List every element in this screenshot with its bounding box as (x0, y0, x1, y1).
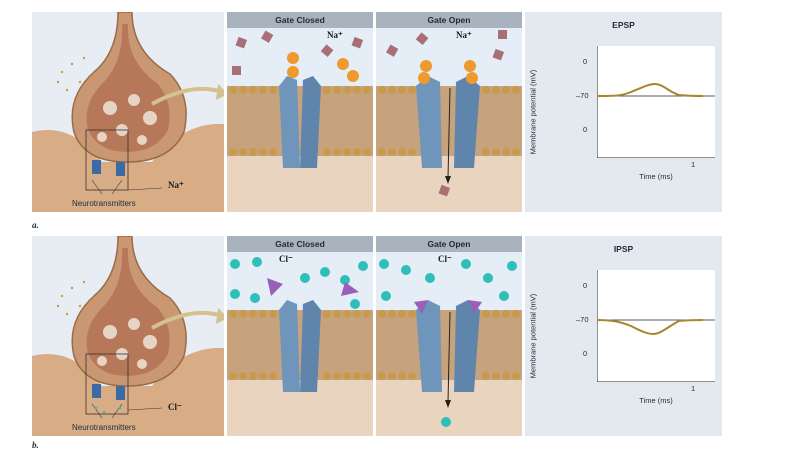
plot-area (591, 46, 715, 162)
neurotransmitters-label: Neurotransmitters (72, 199, 136, 208)
gate-open-body: Cl⁻ (376, 252, 522, 436)
ion-label-chloride: Cl⁻ (168, 402, 182, 412)
ipsp-trace (591, 270, 715, 386)
y-tick-top: 0 (583, 281, 588, 290)
ion-label-sodium: Na⁺ (327, 30, 343, 40)
gate-open-panel-b: Gate Open (376, 236, 522, 436)
neurotransmitters-label: Neurotransmitters (72, 423, 136, 432)
row-letter-b: b. (32, 440, 39, 450)
ion-label-sodium: Na⁺ (168, 180, 184, 190)
y-axis-label: Membrane potential (mV) (528, 69, 538, 155)
ipsp-graph-panel: IPSP Membrane potential (mV) 0 –70 0 1 T… (525, 236, 722, 436)
x-axis-label: Time (ms) (639, 172, 673, 181)
closed-channel-illustration (227, 28, 373, 212)
ion-label-chloride: Cl⁻ (279, 254, 293, 264)
ion-label-chloride: Cl⁻ (438, 254, 452, 264)
y-tick-mid: –70 (576, 91, 589, 100)
open-channel-illustration (376, 28, 522, 212)
synapse-panel-a: Na⁺ Neurotransmitters (32, 12, 224, 212)
gate-open-title: Gate Open (376, 12, 522, 28)
synapse-illustration (32, 236, 224, 436)
gate-closed-panel-a: Gate Closed (227, 12, 373, 212)
synapse-illustration (32, 12, 224, 212)
gate-closed-body: Cl⁻ (227, 252, 373, 436)
y-tick-bottom: 0 (583, 125, 588, 134)
y-tick-top: 0 (583, 57, 588, 66)
epsp-trace (591, 46, 715, 162)
ion-label-sodium: Na⁺ (456, 30, 472, 40)
epsp-graph-panel: EPSP Membrane potential (mV) 0 –70 0 1 T… (525, 12, 722, 212)
x-axis-label: Time (ms) (639, 396, 673, 405)
gate-closed-title: Gate Closed (227, 12, 373, 28)
gate-open-title: Gate Open (376, 236, 522, 252)
synapse-panel-b: Cl⁻ Neurotransmitters (32, 236, 224, 436)
x-tick: 1 (691, 384, 696, 393)
gate-open-panel-a: Gate Open (376, 12, 522, 212)
ipsp-row: Cl⁻ Neurotransmitters Gate Closed (32, 236, 722, 436)
gate-open-body: Na⁺ (376, 28, 522, 212)
gate-closed-body: Na⁺ (227, 28, 373, 212)
open-channel-illustration (376, 252, 522, 436)
row-letter-a: a. (32, 220, 39, 230)
graph-title: EPSP (612, 20, 635, 30)
x-tick: 1 (691, 160, 696, 169)
closed-channel-illustration (227, 252, 373, 436)
y-tick-mid: –70 (576, 315, 589, 324)
y-tick-bottom: 0 (583, 349, 588, 358)
gate-closed-title: Gate Closed (227, 236, 373, 252)
plot-area (591, 270, 715, 386)
gate-closed-panel-b: Gate Closed (227, 236, 373, 436)
y-axis-label: Membrane potential (mV) (528, 293, 538, 379)
graph-title: IPSP (613, 244, 634, 254)
epsp-row: Na⁺ Neurotransmitters Gate Closed (32, 12, 722, 212)
